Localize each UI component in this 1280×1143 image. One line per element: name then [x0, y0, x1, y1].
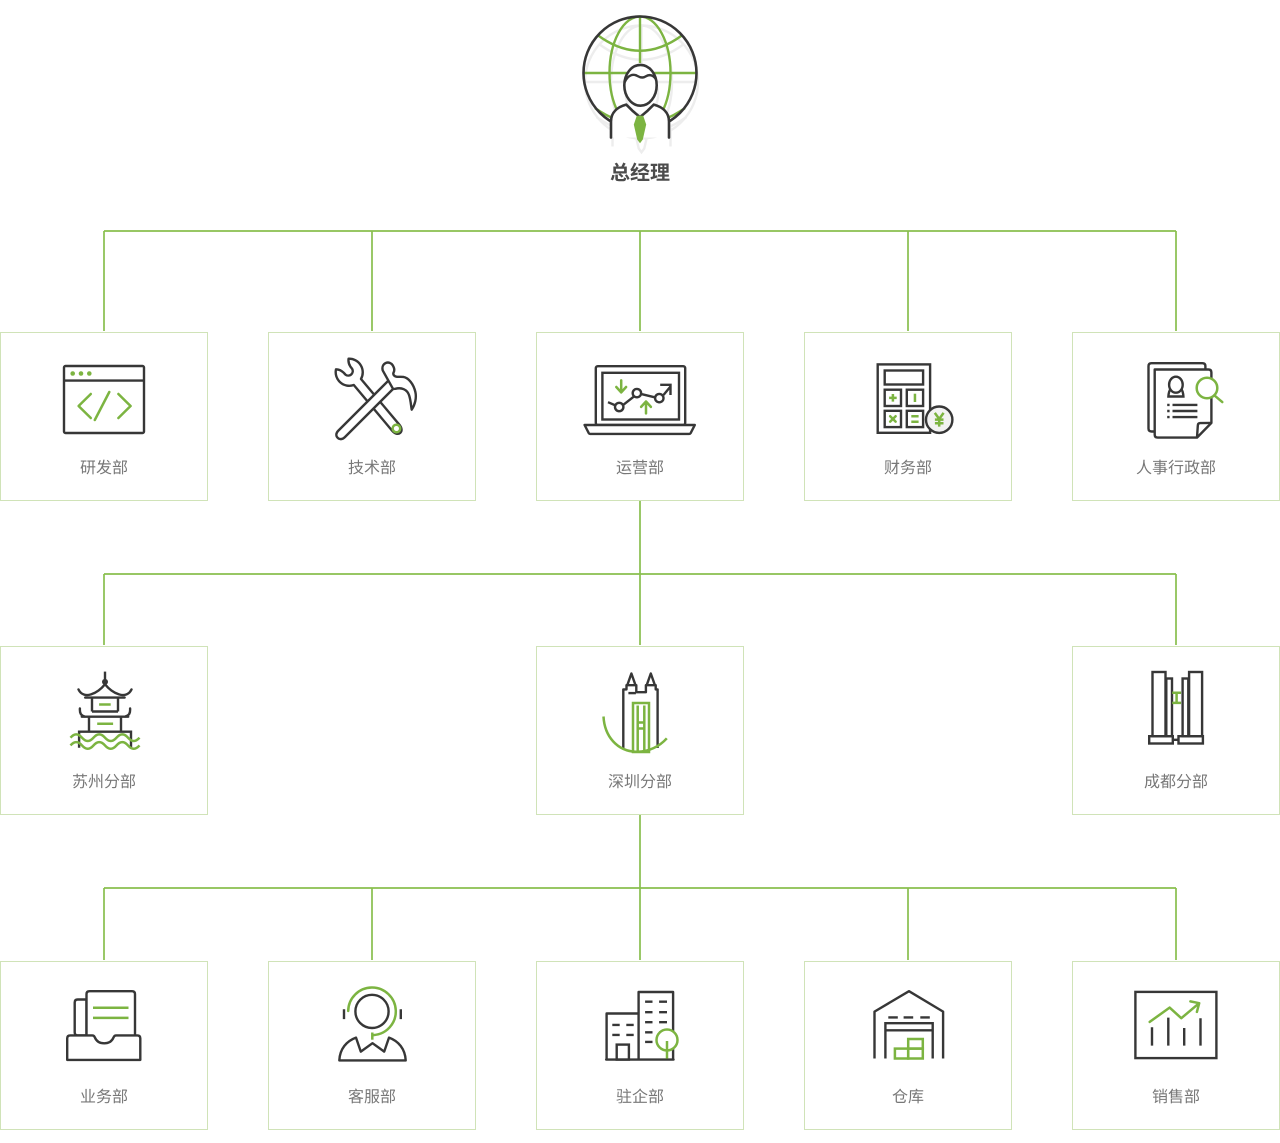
buildings-tree-icon — [605, 990, 679, 1061]
node-label-glyphs — [80, 1088, 128, 1104]
node-label: 成都分部 — [1073, 769, 1279, 793]
node-label-glyphs — [610, 162, 670, 182]
headset-agent-icon — [338, 986, 407, 1062]
node-label: 驻企部 — [537, 1084, 743, 1108]
org-node-resident-enterprise[interactable]: 驻企部 — [536, 961, 744, 1130]
document-tray-icon — [66, 990, 142, 1062]
node-label-glyphs — [884, 459, 932, 475]
org-node-finance[interactable]: 财务部 — [804, 332, 1012, 501]
node-label: 销售部 — [1073, 1084, 1279, 1108]
node-label: 客服部 — [269, 1084, 475, 1108]
node-label: 人事行政部 — [1073, 455, 1279, 479]
code-window-icon — [62, 364, 146, 435]
node-label-glyphs — [72, 773, 136, 789]
org-node-tech[interactable]: 技术部 — [268, 332, 476, 501]
node-label-glyphs — [892, 1088, 924, 1104]
org-node-hr-admin[interactable]: 人事行政部 — [1072, 332, 1280, 501]
node-label: 仓库 — [805, 1084, 1011, 1108]
calculator-yuan-icon — [876, 363, 954, 435]
node-label-glyphs — [348, 459, 396, 475]
node-label: 研发部 — [1, 455, 207, 479]
node-label-glyphs — [608, 773, 672, 789]
org-node-warehouse[interactable]: 仓库 — [804, 961, 1012, 1130]
node-label: 技术部 — [269, 455, 475, 479]
node-label-glyphs — [616, 1088, 664, 1104]
laptop-chart-icon — [583, 365, 696, 436]
node-label: 财务部 — [805, 455, 1011, 479]
org-node-general-manager[interactable]: 总经理 — [560, 0, 720, 200]
org-node-customer-service[interactable]: 客服部 — [268, 961, 476, 1130]
warehouse-icon — [873, 990, 945, 1060]
skyscraper-icon — [602, 672, 668, 754]
node-label: 苏州分部 — [1, 769, 207, 793]
node-label-glyphs — [616, 459, 664, 475]
org-node-sales[interactable]: 销售部 — [1072, 961, 1280, 1130]
pagoda-icon — [69, 671, 141, 750]
node-label: 运营部 — [537, 455, 743, 479]
node-label-glyphs — [80, 459, 128, 475]
org-node-business[interactable]: 业务部 — [0, 961, 208, 1130]
node-label-glyphs — [348, 1088, 396, 1104]
wrench-hammer-icon — [334, 357, 418, 441]
node-label-glyphs — [1144, 773, 1208, 789]
org-node-suzhou-branch[interactable]: 苏州分部 — [0, 646, 208, 815]
org-node-operations[interactable]: 运营部 — [536, 332, 744, 501]
node-label-glyphs — [1136, 459, 1216, 475]
org-node-shenzhen-branch[interactable]: 深圳分部 — [536, 646, 744, 815]
twin-towers-icon — [1147, 670, 1205, 745]
node-label-glyphs — [1152, 1088, 1200, 1104]
node-label: 深圳分部 — [537, 769, 743, 793]
node-label: 业务部 — [1, 1084, 207, 1108]
org-node-chengdu-branch[interactable]: 成都分部 — [1072, 646, 1280, 815]
root-node-label: 总经理 — [560, 158, 720, 186]
sales-chart-icon — [1134, 990, 1218, 1060]
org-node-rd[interactable]: 研发部 — [0, 332, 208, 501]
resume-search-icon — [1147, 362, 1224, 439]
globe-manager-icon — [582, 15, 700, 155]
